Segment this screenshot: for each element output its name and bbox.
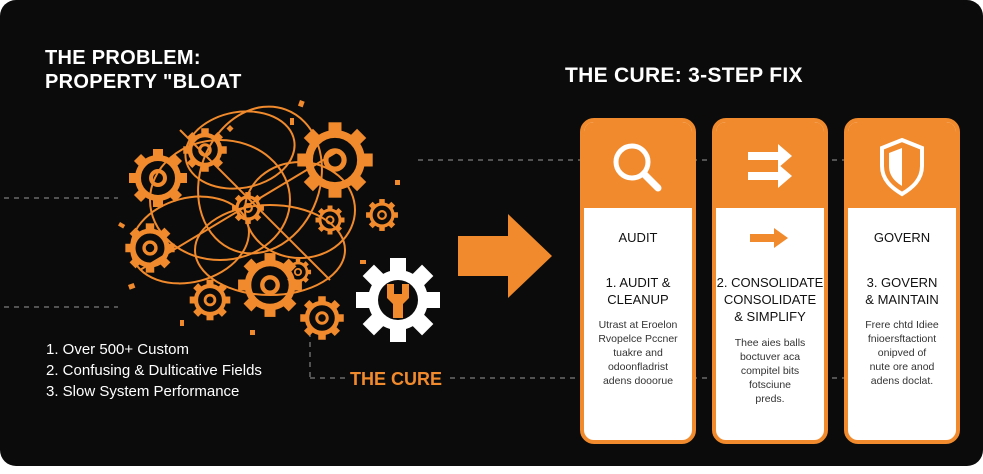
card-govern-heading: GOVERN (873, 230, 931, 245)
magnifier-icon (613, 143, 662, 192)
wrench-gear-icon (356, 258, 440, 342)
card-govern-desc-line: adens doclat. (870, 375, 934, 387)
card-audit-step: 1. AUDIT & CLEANUP (584, 274, 692, 308)
card-govern-step-line: 3. GOVERN (866, 275, 938, 290)
card-consolidate: 2. CONSOLIDATE CONSOLIDATE & SIMPLIFY Th… (712, 118, 828, 444)
card-consolidate-step-line: CONSOLIDATE (723, 292, 817, 307)
double-arrow-icon (748, 144, 792, 188)
card-audit-desc-line: tuakre and (613, 347, 663, 359)
card-consolidate-desc-line: boctuver aca (739, 351, 801, 363)
card-consolidate-step-line: & SIMPLIFY (734, 309, 806, 324)
card-consolidate-desc-line: fotsciune (748, 379, 792, 391)
card-govern-step-line: & MAINTAIN (865, 292, 939, 307)
card-audit: AUDIT 1. AUDIT & CLEANUP Utrast at Eroel… (580, 118, 696, 444)
card-audit-description: Utrast at Eroelon Rvopelce Pccner tuakre… (584, 318, 692, 388)
cure-label: THE CURE (350, 369, 443, 389)
problem-item: 2. Confusing & Dulticative Fields (46, 362, 262, 379)
arrow-right-icon (750, 228, 788, 248)
card-govern-description: Frere chtd Idiee fnioersftactiont onipve… (848, 318, 956, 388)
card-audit-heading: AUDIT (618, 230, 658, 245)
problem-title-line1: THE PROBLEM: (45, 47, 201, 69)
card-audit-step-line: CLEANUP (607, 292, 669, 307)
problem-list: 1. Over 500+ Custom 2. Confusing & Dulti… (46, 339, 262, 402)
card-govern-desc-line: onipved of (877, 347, 927, 359)
card-audit-desc-line: Utrast at Eroelon (598, 319, 678, 331)
problem-title: THE PROBLEM: PROPERTY "BLOAT (45, 46, 242, 94)
shield-icon (880, 137, 924, 197)
problem-item: 3. Slow System Performance (46, 383, 240, 400)
card-consolidate-desc-line: Thee aies balls (734, 337, 806, 349)
card-audit-desc-line: adens dooorue (602, 375, 674, 387)
card-audit-desc-line: odoonfladrist (607, 361, 669, 373)
card-consolidate-description: Thee aies balls boctuver aca compitel bi… (716, 336, 824, 406)
card-audit-header (584, 122, 692, 208)
card-audit-step-line: 1. AUDIT & (605, 275, 671, 290)
card-govern-step: 3. GOVERN & MAINTAIN (848, 274, 956, 308)
cure-title: THE CURE: 3-STEP FIX (565, 64, 803, 87)
problem-title-line2: PROPERTY "BLOAT (45, 71, 242, 93)
card-govern: GOVERN 3. GOVERN & MAINTAIN Frere chtd I… (844, 118, 960, 444)
card-govern-desc-line: fnioersftactiont (867, 333, 937, 345)
card-audit-desc-line: Rvopelce Pccner (598, 333, 678, 345)
card-consolidate-desc-line: preds. (755, 393, 785, 405)
card-govern-desc-line: Frere chtd Idiee (865, 319, 939, 331)
card-govern-desc-line: nute ore anod (869, 361, 935, 373)
big-arrow-right-icon (458, 214, 552, 298)
card-consolidate-desc-line: compitel bits (740, 365, 800, 377)
card-consolidate-step-line: 2. CONSOLIDATE (716, 275, 824, 290)
gear-cluster-icon (118, 100, 400, 340)
card-consolidate-header (716, 122, 824, 208)
problem-item: 1. Over 500+ Custom (46, 341, 189, 358)
card-consolidate-step: 2. CONSOLIDATE CONSOLIDATE & SIMPLIFY (716, 274, 824, 325)
